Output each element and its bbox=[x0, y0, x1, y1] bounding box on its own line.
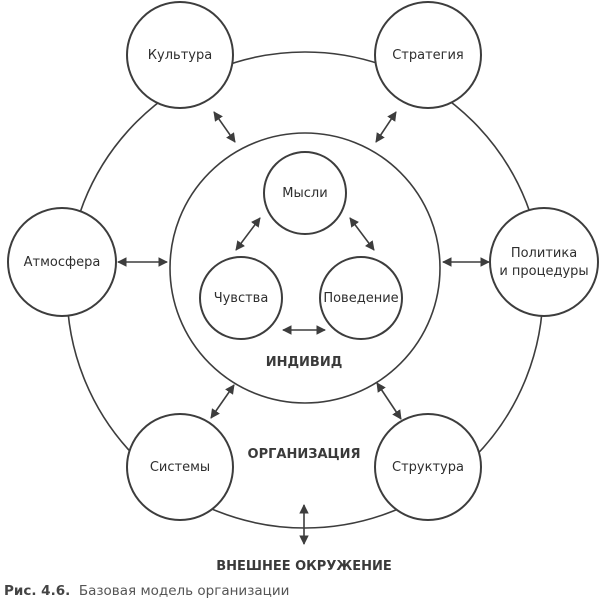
node-policy-label-line2: и процедуры bbox=[499, 264, 588, 279]
figure-caption-text: Базовая модель организации bbox=[78, 583, 290, 599]
region-individual-label: ИНДИВИД bbox=[266, 355, 343, 370]
node-structure: Структура bbox=[374, 413, 482, 521]
node-behavior: Поведение bbox=[319, 256, 403, 340]
node-feelings: Чувства bbox=[199, 256, 283, 340]
node-policy: Политика и процедуры bbox=[489, 207, 599, 317]
arrow-culture-individual bbox=[213, 111, 236, 143]
node-thoughts: Мысли bbox=[263, 151, 347, 235]
arrow-structure-individual bbox=[376, 382, 402, 420]
node-structure-label: Структура bbox=[392, 460, 464, 475]
node-culture-label: Культура bbox=[148, 48, 212, 63]
arrow-systems-individual bbox=[210, 384, 235, 419]
figure-number: Рис. 4.6. bbox=[4, 583, 71, 599]
arrow-thoughts-behavior bbox=[349, 217, 375, 251]
node-thoughts-label: Мысли bbox=[282, 186, 327, 201]
node-atmosphere: Атмосфера bbox=[7, 207, 117, 317]
organization-model-diagram: Культура Стратегия Атмосфера Политика и … bbox=[7, 1, 599, 574]
figure-caption: Рис. 4.6. Базовая модель организации bbox=[4, 583, 289, 599]
node-atmosphere-label: Атмосфера bbox=[24, 255, 101, 270]
region-environment-label: ВНЕШНЕЕ ОКРУЖЕНИЕ bbox=[216, 559, 392, 574]
node-systems: Системы bbox=[126, 413, 234, 521]
node-systems-label: Системы bbox=[150, 460, 210, 475]
arrow-thoughts-feelings bbox=[235, 217, 261, 251]
node-policy-label-line1: Политика bbox=[511, 246, 577, 261]
region-organization-label: ОРГАНИЗАЦИЯ bbox=[248, 447, 361, 462]
node-strategy: Стратегия bbox=[374, 1, 482, 109]
node-strategy-label: Стратегия bbox=[392, 48, 464, 63]
node-feelings-label: Чувства bbox=[214, 291, 269, 306]
arrow-strategy-individual bbox=[375, 111, 397, 143]
node-behavior-label: Поведение bbox=[323, 291, 398, 306]
node-culture: Культура bbox=[126, 1, 234, 109]
